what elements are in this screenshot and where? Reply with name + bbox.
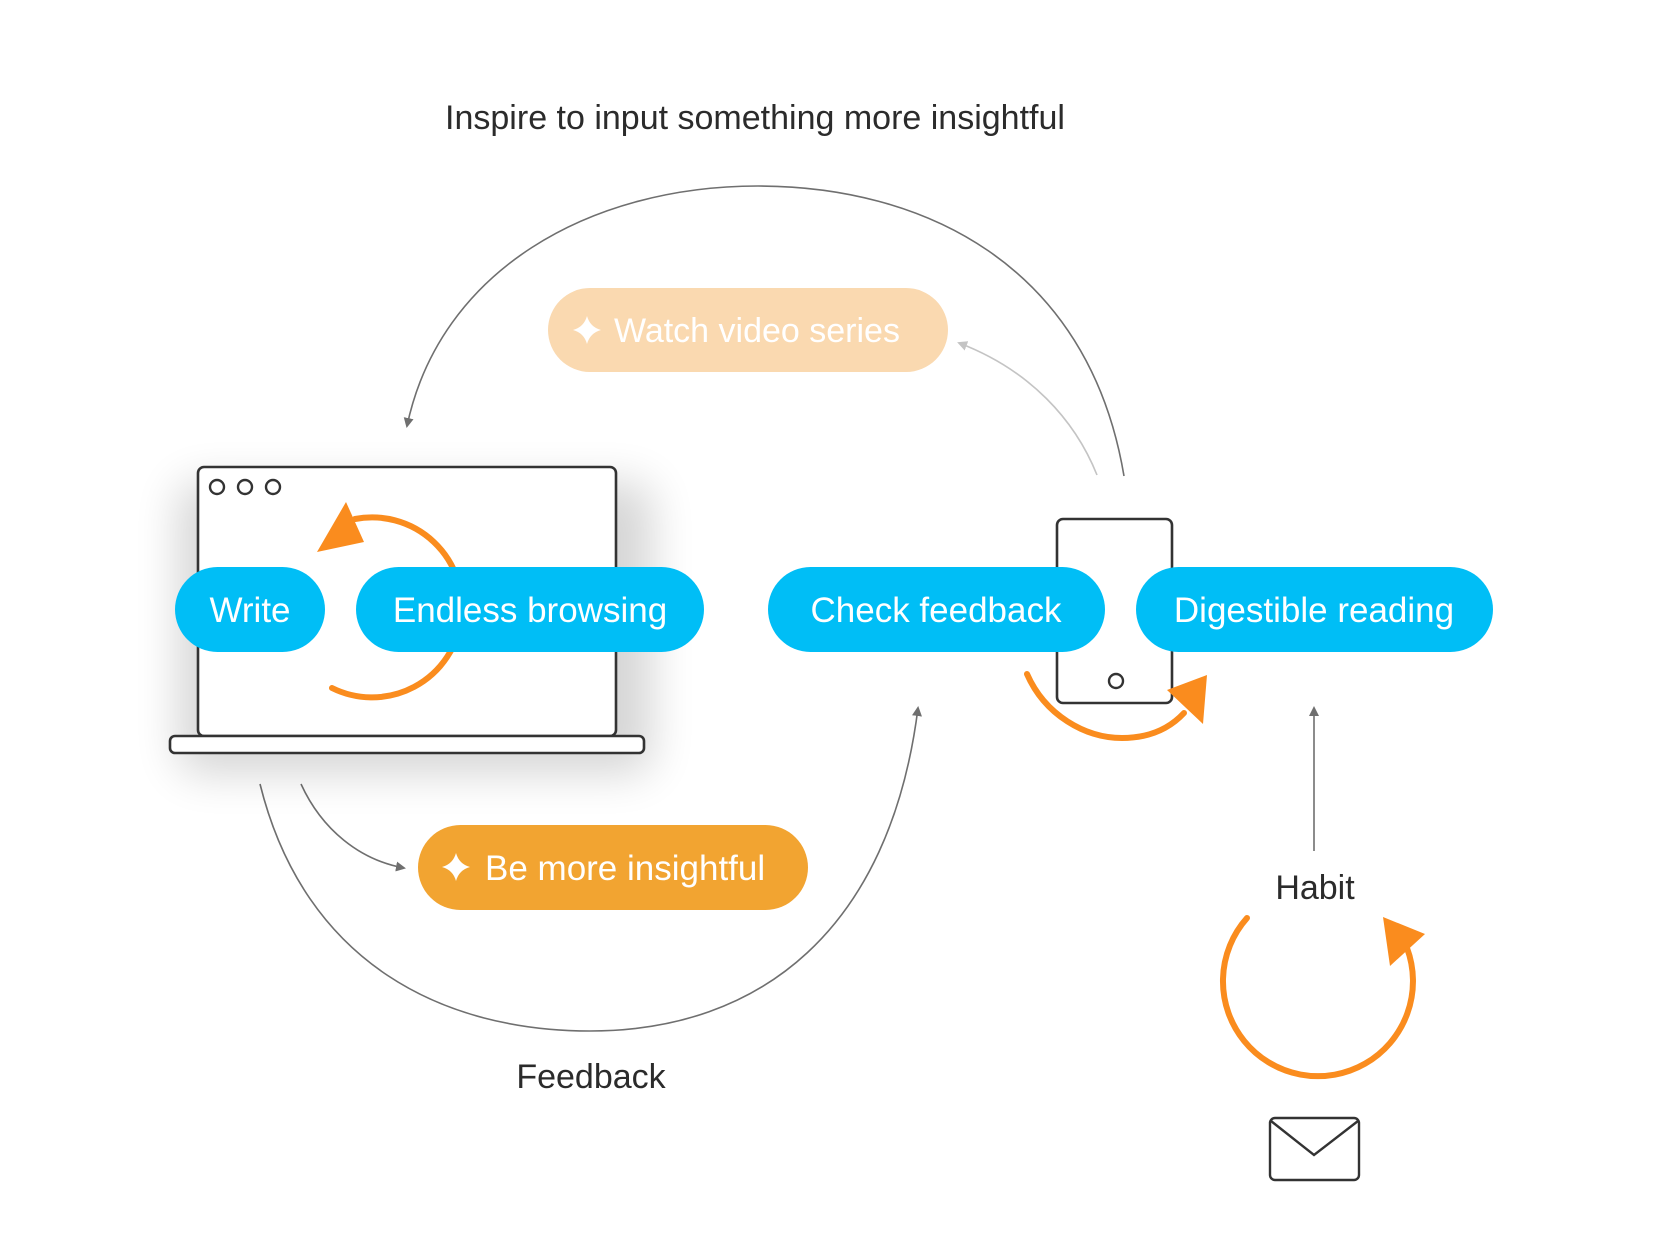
digestible-reading-pill[interactable]: Digestible reading — [1136, 567, 1493, 652]
feedback-label: Feedback — [516, 1058, 666, 1096]
endless-browsing-pill[interactable]: Endless browsing — [356, 567, 704, 652]
be-more-insightful-label: Be more insightful — [485, 849, 765, 888]
digestible-reading-label: Digestible reading — [1174, 591, 1454, 630]
watch-arc — [957, 341, 1098, 476]
be-more-insightful-pill[interactable]: Be more insightful — [418, 825, 808, 910]
top-caption: Inspire to input something more insightf… — [445, 99, 1065, 137]
endless-browsing-label: Endless browsing — [393, 591, 667, 630]
write-pill[interactable]: Write — [175, 567, 325, 652]
sparkle-icon — [442, 853, 470, 881]
habit-label: Habit — [1275, 869, 1355, 907]
habit-loop-icon — [1220, 915, 1425, 1080]
feedback-arc — [259, 706, 922, 1032]
sparkle-icon — [573, 316, 601, 344]
mail-icon — [1268, 1116, 1361, 1182]
watch-video-series-pill[interactable]: Watch video series — [548, 288, 948, 372]
watch-video-series-label: Watch video series — [614, 312, 900, 350]
write-label: Write — [209, 591, 290, 630]
insight-arc — [300, 783, 406, 872]
check-feedback-pill[interactable]: Check feedback — [768, 567, 1105, 652]
check-feedback-label: Check feedback — [811, 591, 1062, 630]
reading-loop-icon — [1024, 671, 1207, 742]
inspire-arc — [403, 185, 1125, 477]
